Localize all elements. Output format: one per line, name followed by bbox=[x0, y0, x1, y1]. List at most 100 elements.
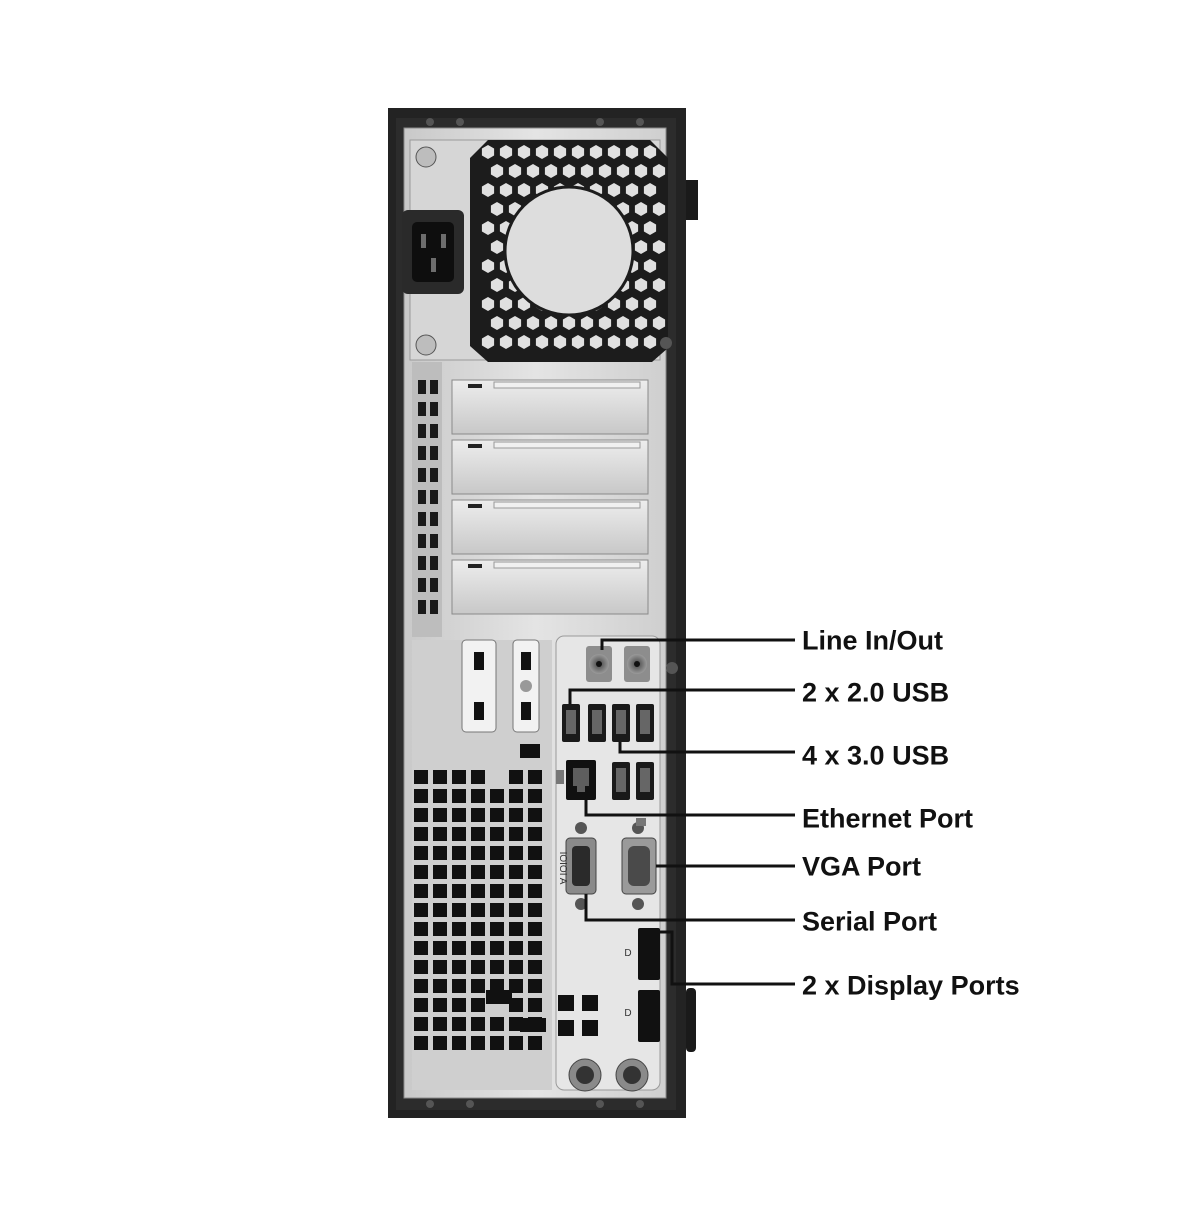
rail-vent bbox=[430, 402, 438, 416]
fan-vent-hole bbox=[544, 316, 558, 330]
vent-hole bbox=[490, 960, 504, 974]
vent-hole bbox=[452, 884, 466, 898]
vent-hole bbox=[414, 979, 428, 993]
psu-fan-grille bbox=[470, 140, 668, 362]
fan-vent-hole bbox=[652, 202, 666, 216]
vent-hole bbox=[509, 979, 523, 993]
vent-hole bbox=[490, 884, 504, 898]
fan-vent-hole bbox=[481, 335, 495, 349]
fan-vent-hole bbox=[652, 240, 666, 254]
vent-hole bbox=[471, 979, 485, 993]
label-usb2: 2 x 2.0 USB bbox=[802, 677, 950, 708]
vent-hole bbox=[528, 865, 542, 879]
label-displayport: 2 x Display Ports bbox=[802, 970, 1020, 1001]
fan-vent-hole bbox=[526, 316, 540, 330]
vent-hole bbox=[528, 884, 542, 898]
callout-line-displayport bbox=[660, 930, 795, 986]
rail-vent bbox=[418, 556, 426, 570]
vent-hole bbox=[433, 960, 447, 974]
vent-hole bbox=[433, 808, 447, 822]
chassis-latch-top bbox=[686, 180, 698, 220]
slot-lip bbox=[493, 561, 641, 569]
vent-hole bbox=[528, 960, 542, 974]
usb-tongue bbox=[592, 710, 602, 734]
rail-vent bbox=[418, 600, 426, 614]
vent-hole bbox=[433, 1036, 447, 1050]
rail-vent bbox=[430, 578, 438, 592]
vent-hole bbox=[414, 922, 428, 936]
displayport-marking: D bbox=[624, 948, 631, 959]
fan-vent-hole bbox=[589, 335, 603, 349]
vent-hole bbox=[528, 789, 542, 803]
vent-hole bbox=[528, 770, 542, 784]
vent-hole bbox=[490, 903, 504, 917]
io-shield bbox=[555, 635, 661, 1091]
rail-vent bbox=[430, 424, 438, 438]
rail-vent bbox=[418, 534, 426, 548]
vent-hole bbox=[414, 884, 428, 898]
fan-vent-hole bbox=[553, 145, 567, 159]
fan-vent-hole bbox=[607, 145, 621, 159]
rail-vent bbox=[430, 446, 438, 460]
vent-hole bbox=[452, 1036, 466, 1050]
fan-vent-hole bbox=[481, 221, 495, 235]
usb-tongue bbox=[616, 768, 626, 792]
vent-hole bbox=[414, 903, 428, 917]
vent-hole bbox=[433, 884, 447, 898]
screw-icon bbox=[415, 146, 437, 168]
vent-hole bbox=[452, 998, 466, 1012]
rail-vent bbox=[418, 512, 426, 526]
usb-tongue bbox=[616, 710, 626, 734]
vent-hole bbox=[471, 1017, 485, 1031]
fan-vent-hole bbox=[490, 202, 504, 216]
fan-vent-hole bbox=[625, 335, 639, 349]
rail-vent bbox=[418, 446, 426, 460]
ethernet-port bbox=[556, 760, 596, 800]
vent-hole bbox=[433, 922, 447, 936]
lower-vent-grid bbox=[414, 770, 542, 1050]
padlock-loop bbox=[461, 639, 540, 733]
expansion-slots bbox=[412, 362, 649, 637]
vent-hole bbox=[414, 960, 428, 974]
fan-vent-hole bbox=[490, 164, 504, 178]
vent-hole bbox=[528, 846, 542, 860]
vent-hole bbox=[490, 941, 504, 955]
rail-vent bbox=[418, 490, 426, 504]
slot-lip bbox=[493, 501, 641, 509]
fan-vent-hole bbox=[643, 145, 657, 159]
vent-hole bbox=[433, 1017, 447, 1031]
rail-vent bbox=[430, 490, 438, 504]
fan-vent-hole bbox=[625, 183, 639, 197]
vent-hole bbox=[452, 979, 466, 993]
fan-vent-hole bbox=[535, 145, 549, 159]
vent-hole bbox=[471, 789, 485, 803]
fan-vent-hole bbox=[634, 164, 648, 178]
rail-vent bbox=[418, 402, 426, 416]
vent-hole bbox=[452, 846, 466, 860]
fan-hub bbox=[503, 185, 635, 317]
vent-hole bbox=[433, 846, 447, 860]
vent-hole bbox=[471, 808, 485, 822]
vent-hole bbox=[558, 995, 574, 1011]
vent-hole bbox=[471, 922, 485, 936]
fan-vent-hole bbox=[643, 259, 657, 273]
callout-line-usb2 bbox=[568, 688, 795, 704]
fan-vent-hole bbox=[526, 164, 540, 178]
vent-hole bbox=[414, 846, 428, 860]
fan-vent-hole bbox=[589, 145, 603, 159]
fan-vent-hole bbox=[580, 316, 594, 330]
vent-hole bbox=[471, 827, 485, 841]
vent-hole bbox=[509, 789, 523, 803]
rail-vent bbox=[418, 468, 426, 482]
fan-vent-hole bbox=[634, 316, 648, 330]
vent-hole bbox=[486, 990, 512, 1004]
vent-hole bbox=[471, 1036, 485, 1050]
displayport-marking: D bbox=[624, 1008, 631, 1019]
fan-vent-hole bbox=[598, 316, 612, 330]
fan-vent-hole bbox=[562, 164, 576, 178]
fan-vent-hole bbox=[481, 259, 495, 273]
vent-hole bbox=[528, 808, 542, 822]
vent-hole bbox=[509, 827, 523, 841]
rail-vent bbox=[430, 600, 438, 614]
